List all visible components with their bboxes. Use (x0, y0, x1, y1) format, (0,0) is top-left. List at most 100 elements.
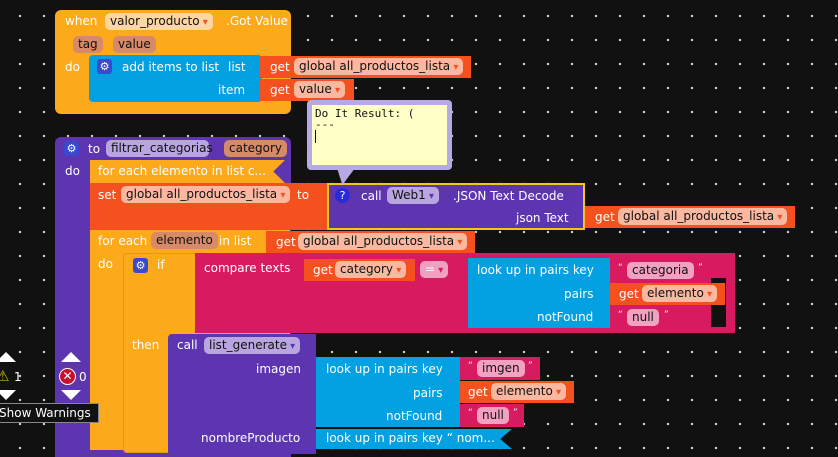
call-label: call (177, 338, 198, 352)
mutator-gear-icon[interactable]: ⚙ (133, 258, 148, 273)
get-label: get (595, 210, 615, 224)
var-dropdown[interactable]: global all_productos_lista (618, 208, 788, 225)
param-tag[interactable]: tag (73, 36, 103, 53)
var-dropdown[interactable]: category (335, 261, 407, 278)
text-field[interactable]: null (627, 309, 659, 326)
in-list-label: in list (219, 234, 252, 248)
var-dropdown[interactable]: elemento (491, 383, 567, 400)
mutator-gear-icon[interactable]: ⚙ (64, 141, 79, 156)
error-prev-arrow-icon[interactable] (61, 352, 81, 362)
param-value[interactable]: value (113, 36, 156, 53)
result-text: Do It Result: ( (315, 107, 415, 120)
arg-nombreproducto-label: nombreProducto (201, 431, 301, 445)
var-dropdown[interactable]: global all_productos_lista (298, 233, 468, 250)
var-dropdown[interactable]: value (294, 81, 345, 98)
to-label: to (88, 142, 101, 156)
warning-prev-arrow-icon[interactable] (0, 352, 16, 362)
text-cursor (315, 130, 316, 143)
open-quote-icon: “ (468, 408, 473, 418)
open-quote-icon: “ (618, 263, 623, 273)
close-quote-icon: ” (664, 310, 669, 320)
collapsed-foreach-block[interactable]: for each elemento in list c... (90, 160, 285, 183)
component-dropdown[interactable]: valor_producto (105, 13, 213, 30)
get-label: get (276, 235, 296, 249)
var-dropdown[interactable]: global all_productos_lista (294, 58, 464, 75)
warning-icon: ⚠ (0, 367, 10, 385)
to-label: to (297, 188, 310, 202)
call-list-generate-block[interactable]: call list_generate imagen nombreProducto (168, 334, 316, 454)
add-items-to-list-block[interactable]: ⚙ add items to list list item (89, 55, 262, 102)
get-label: get (313, 263, 333, 277)
add-items-label: add items to list (122, 60, 220, 74)
notfound-label: notFound (537, 310, 594, 324)
collapsed-label: for each elemento in list c... (98, 164, 266, 178)
lookup-label: look up in pairs key (326, 362, 443, 376)
do-it-result-bubble[interactable]: Do It Result: ( --- (307, 100, 452, 170)
notfound-label: notFound (386, 409, 443, 423)
method-label: .JSON Text Decode (453, 189, 564, 203)
var-dropdown[interactable]: elemento (642, 285, 718, 302)
json-decode-call-block[interactable]: ? call Web1 .JSON Text Decode json Text (327, 183, 585, 230)
text-field[interactable]: imgen (477, 360, 525, 377)
open-quote-icon: “ (618, 310, 623, 320)
text-imgen-block[interactable]: “ imgen” (460, 357, 540, 380)
warning-next-arrow-icon[interactable] (0, 390, 16, 400)
lookup-label: look up in pairs key (477, 263, 594, 277)
loop-var-field[interactable]: elemento (151, 232, 218, 249)
get-list-block[interactable]: get global all_productos_lista (585, 206, 795, 228)
call-label: call (361, 189, 382, 203)
close-quote-icon: ” (513, 408, 518, 418)
close-quote-icon: ” (528, 361, 533, 371)
if-label: if (157, 258, 165, 272)
text-null-block[interactable]: “ null ” (460, 404, 524, 427)
collapsed-label: look up in pairs key “ nom... (326, 431, 495, 445)
text-categoria-block[interactable]: “ categoria ” (610, 258, 710, 282)
json-text-label: json Text (516, 211, 569, 225)
compare-label: compare texts (204, 261, 291, 275)
text-field[interactable]: null (477, 407, 509, 424)
collapsed-lookup-block[interactable]: look up in pairs key “ nom... (316, 429, 512, 449)
lookup-pairs-block[interactable]: look up in pairs key pairs notFound (316, 357, 460, 427)
do-label: do (65, 164, 80, 178)
pairs-label: pairs (564, 287, 594, 301)
event-name: .Got Value (226, 14, 288, 28)
arg-imagen-label: imagen (256, 362, 301, 376)
warning-count: 1 (14, 370, 22, 384)
component-dropdown[interactable]: Web1 (387, 187, 439, 204)
procedure-name-field[interactable]: filtrar_categorias (106, 140, 213, 157)
get-list-block[interactable]: get global all_productos_lista (266, 231, 475, 253)
show-warnings-button[interactable]: Show Warnings (0, 403, 99, 423)
chevron-down-icon: ▾ (435, 265, 444, 276)
get-elemento-block[interactable]: get elemento (460, 381, 574, 403)
lookup-pairs-block[interactable]: look up in pairs key pairs notFound (468, 258, 610, 328)
operator-dropdown[interactable]: = ▾ (420, 261, 449, 278)
when-label: when (65, 14, 98, 28)
do-label: do (98, 257, 113, 271)
get-label: get (468, 385, 488, 399)
get-label: get (270, 83, 290, 97)
result-separator: --- (315, 118, 335, 131)
get-label: get (270, 60, 290, 74)
error-next-arrow-icon[interactable] (61, 390, 81, 400)
help-icon[interactable]: ? (335, 188, 350, 203)
open-quote-icon: “ (468, 361, 473, 371)
var-dropdown[interactable]: global all_productos_lista (121, 186, 291, 203)
mutator-gear-icon[interactable]: ⚙ (97, 59, 112, 74)
item-label: item (218, 83, 246, 97)
procedure-dropdown[interactable]: list_generate (204, 337, 301, 354)
text-field[interactable]: categoria (627, 262, 694, 279)
set-label: set (98, 188, 117, 202)
get-list-block[interactable]: get global all_productos_lista (260, 56, 471, 78)
operator-label: = (425, 262, 436, 276)
get-value-block[interactable]: get value (260, 79, 354, 101)
get-category-block[interactable]: get category (304, 259, 415, 281)
do-label: do (65, 60, 80, 74)
param-category[interactable]: category (224, 140, 288, 157)
set-variable-block[interactable]: set global all_productos_lista to (90, 183, 330, 230)
close-quote-icon: ” (698, 263, 703, 273)
list-label: list (228, 60, 246, 74)
text-null-block[interactable]: “ null ” (610, 306, 676, 328)
error-icon: ✕ (59, 368, 76, 385)
then-label: then (132, 338, 160, 352)
get-elemento-block[interactable]: get elemento (610, 283, 725, 305)
